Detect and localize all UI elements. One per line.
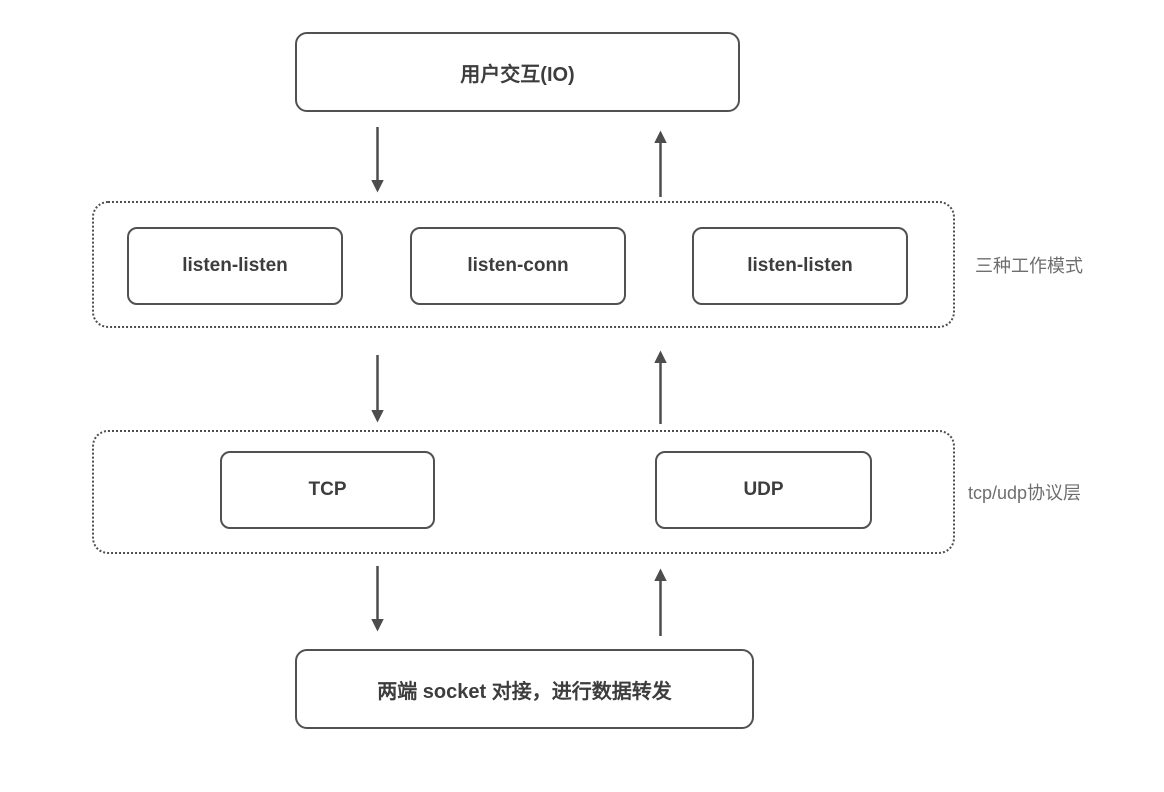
node-listen-listen-1-label: listen-listen — [182, 255, 288, 276]
label-work-modes: 三种工作模式 — [975, 201, 1083, 328]
node-listen-conn: listen-conn — [410, 227, 626, 305]
label-work-modes-text: 三种工作模式 — [975, 255, 1083, 276]
node-udp: UDP — [655, 451, 872, 529]
group-work-modes — [92, 201, 955, 328]
node-listen-listen-2: listen-listen — [692, 227, 908, 305]
label-protocol-layer-text: tcp/udp协议层 — [968, 483, 1082, 503]
node-tcp: TCP — [220, 451, 435, 529]
node-user-io: 用户交互(IO) — [295, 32, 740, 112]
node-socket-forward-label: 两端 socket 对接，进行数据转发 — [377, 680, 672, 703]
node-tcp-label: TCP — [308, 479, 347, 500]
node-user-io-label: 用户交互(IO) — [460, 63, 575, 86]
node-listen-conn-label: listen-conn — [467, 255, 569, 276]
group-protocol-layer — [92, 430, 955, 554]
node-listen-listen-2-label: listen-listen — [747, 255, 853, 276]
node-listen-listen-1: listen-listen — [127, 227, 343, 305]
node-socket-forward: 两端 socket 对接，进行数据转发 — [295, 649, 754, 729]
node-udp-label: UDP — [743, 479, 784, 500]
label-protocol-layer: tcp/udp协议层 — [968, 430, 1081, 554]
